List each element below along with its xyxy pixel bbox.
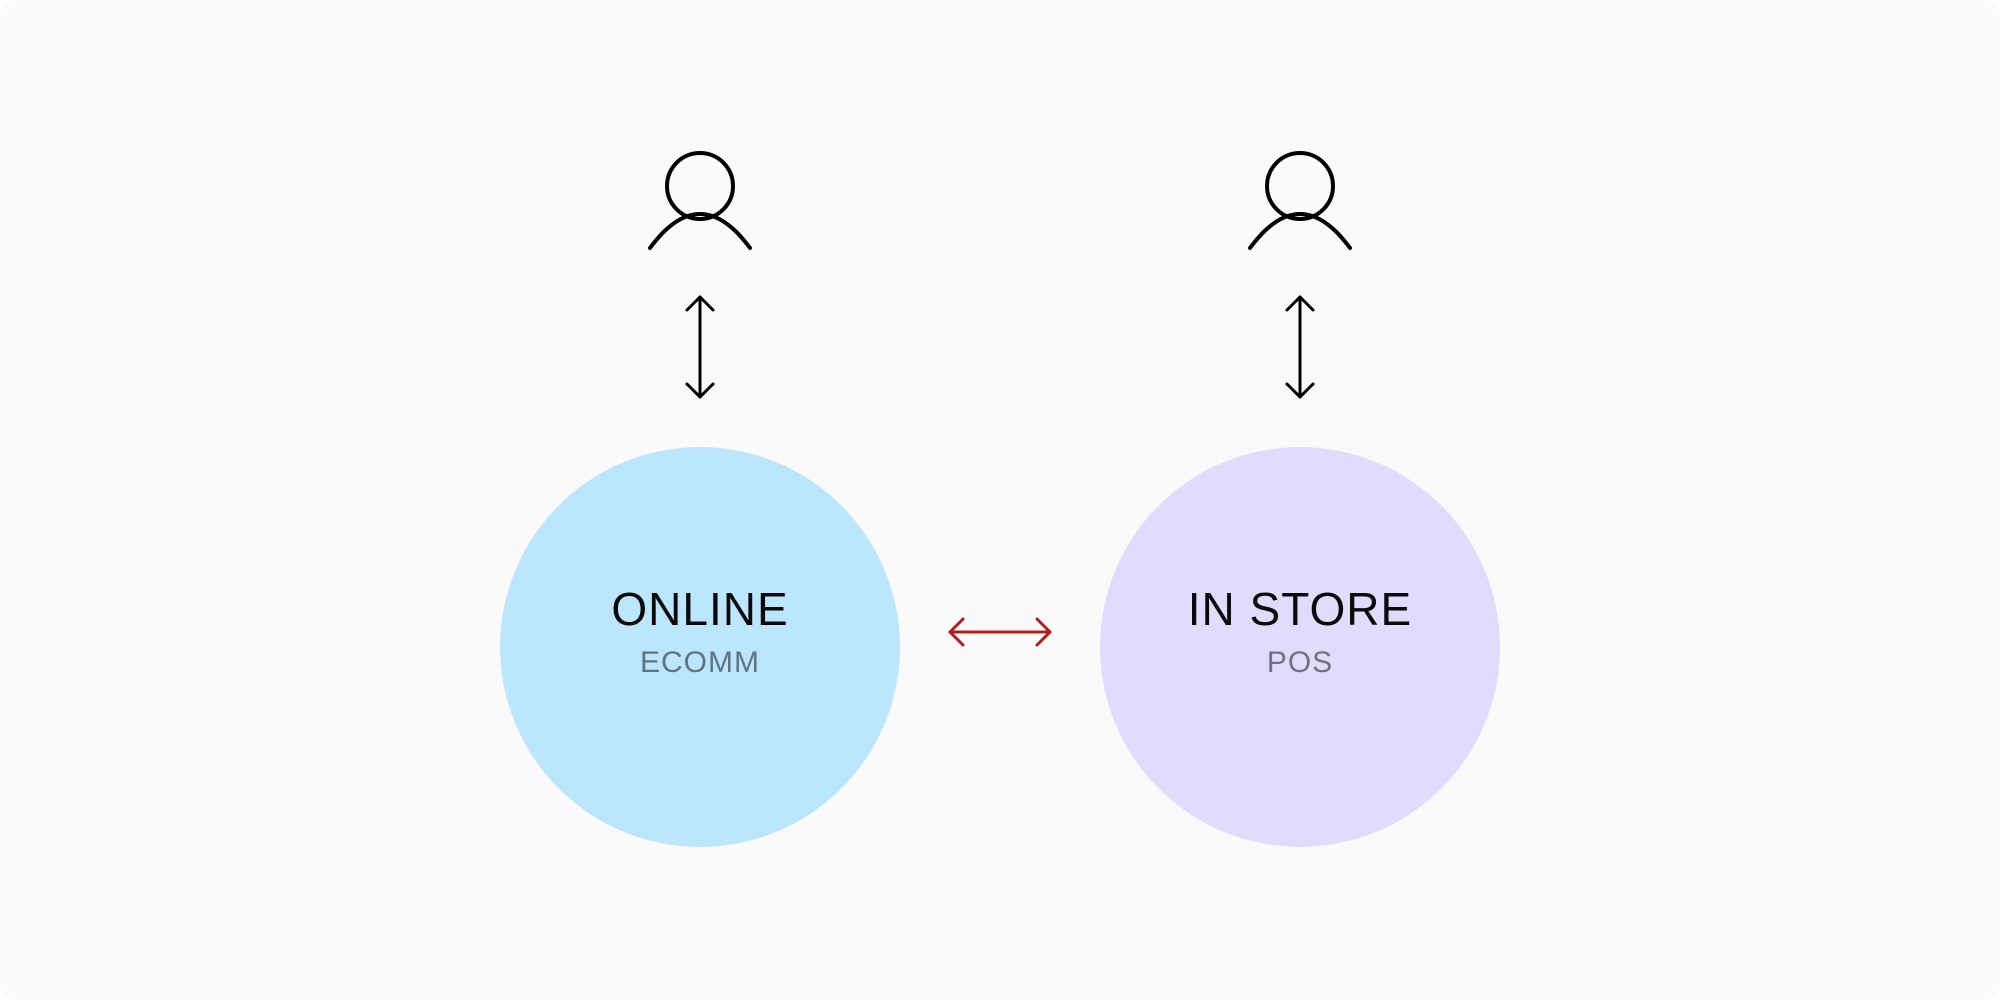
bidirectional-arrow-icon xyxy=(1285,295,1315,399)
node-title: IN STORE xyxy=(1187,583,1413,635)
instore-channel-node: IN STORE POS xyxy=(1100,447,1500,847)
online-channel-node: ONLINE ECOMM xyxy=(500,447,900,847)
sync-arrow-icon xyxy=(948,617,1052,647)
user-icon xyxy=(648,151,752,250)
node-subtitle: POS xyxy=(1266,646,1334,679)
node-subtitle: ECOMM xyxy=(640,646,760,679)
bidirectional-arrow-icon xyxy=(685,295,715,399)
node-title: ONLINE xyxy=(611,583,789,635)
user-icon xyxy=(1248,151,1352,250)
